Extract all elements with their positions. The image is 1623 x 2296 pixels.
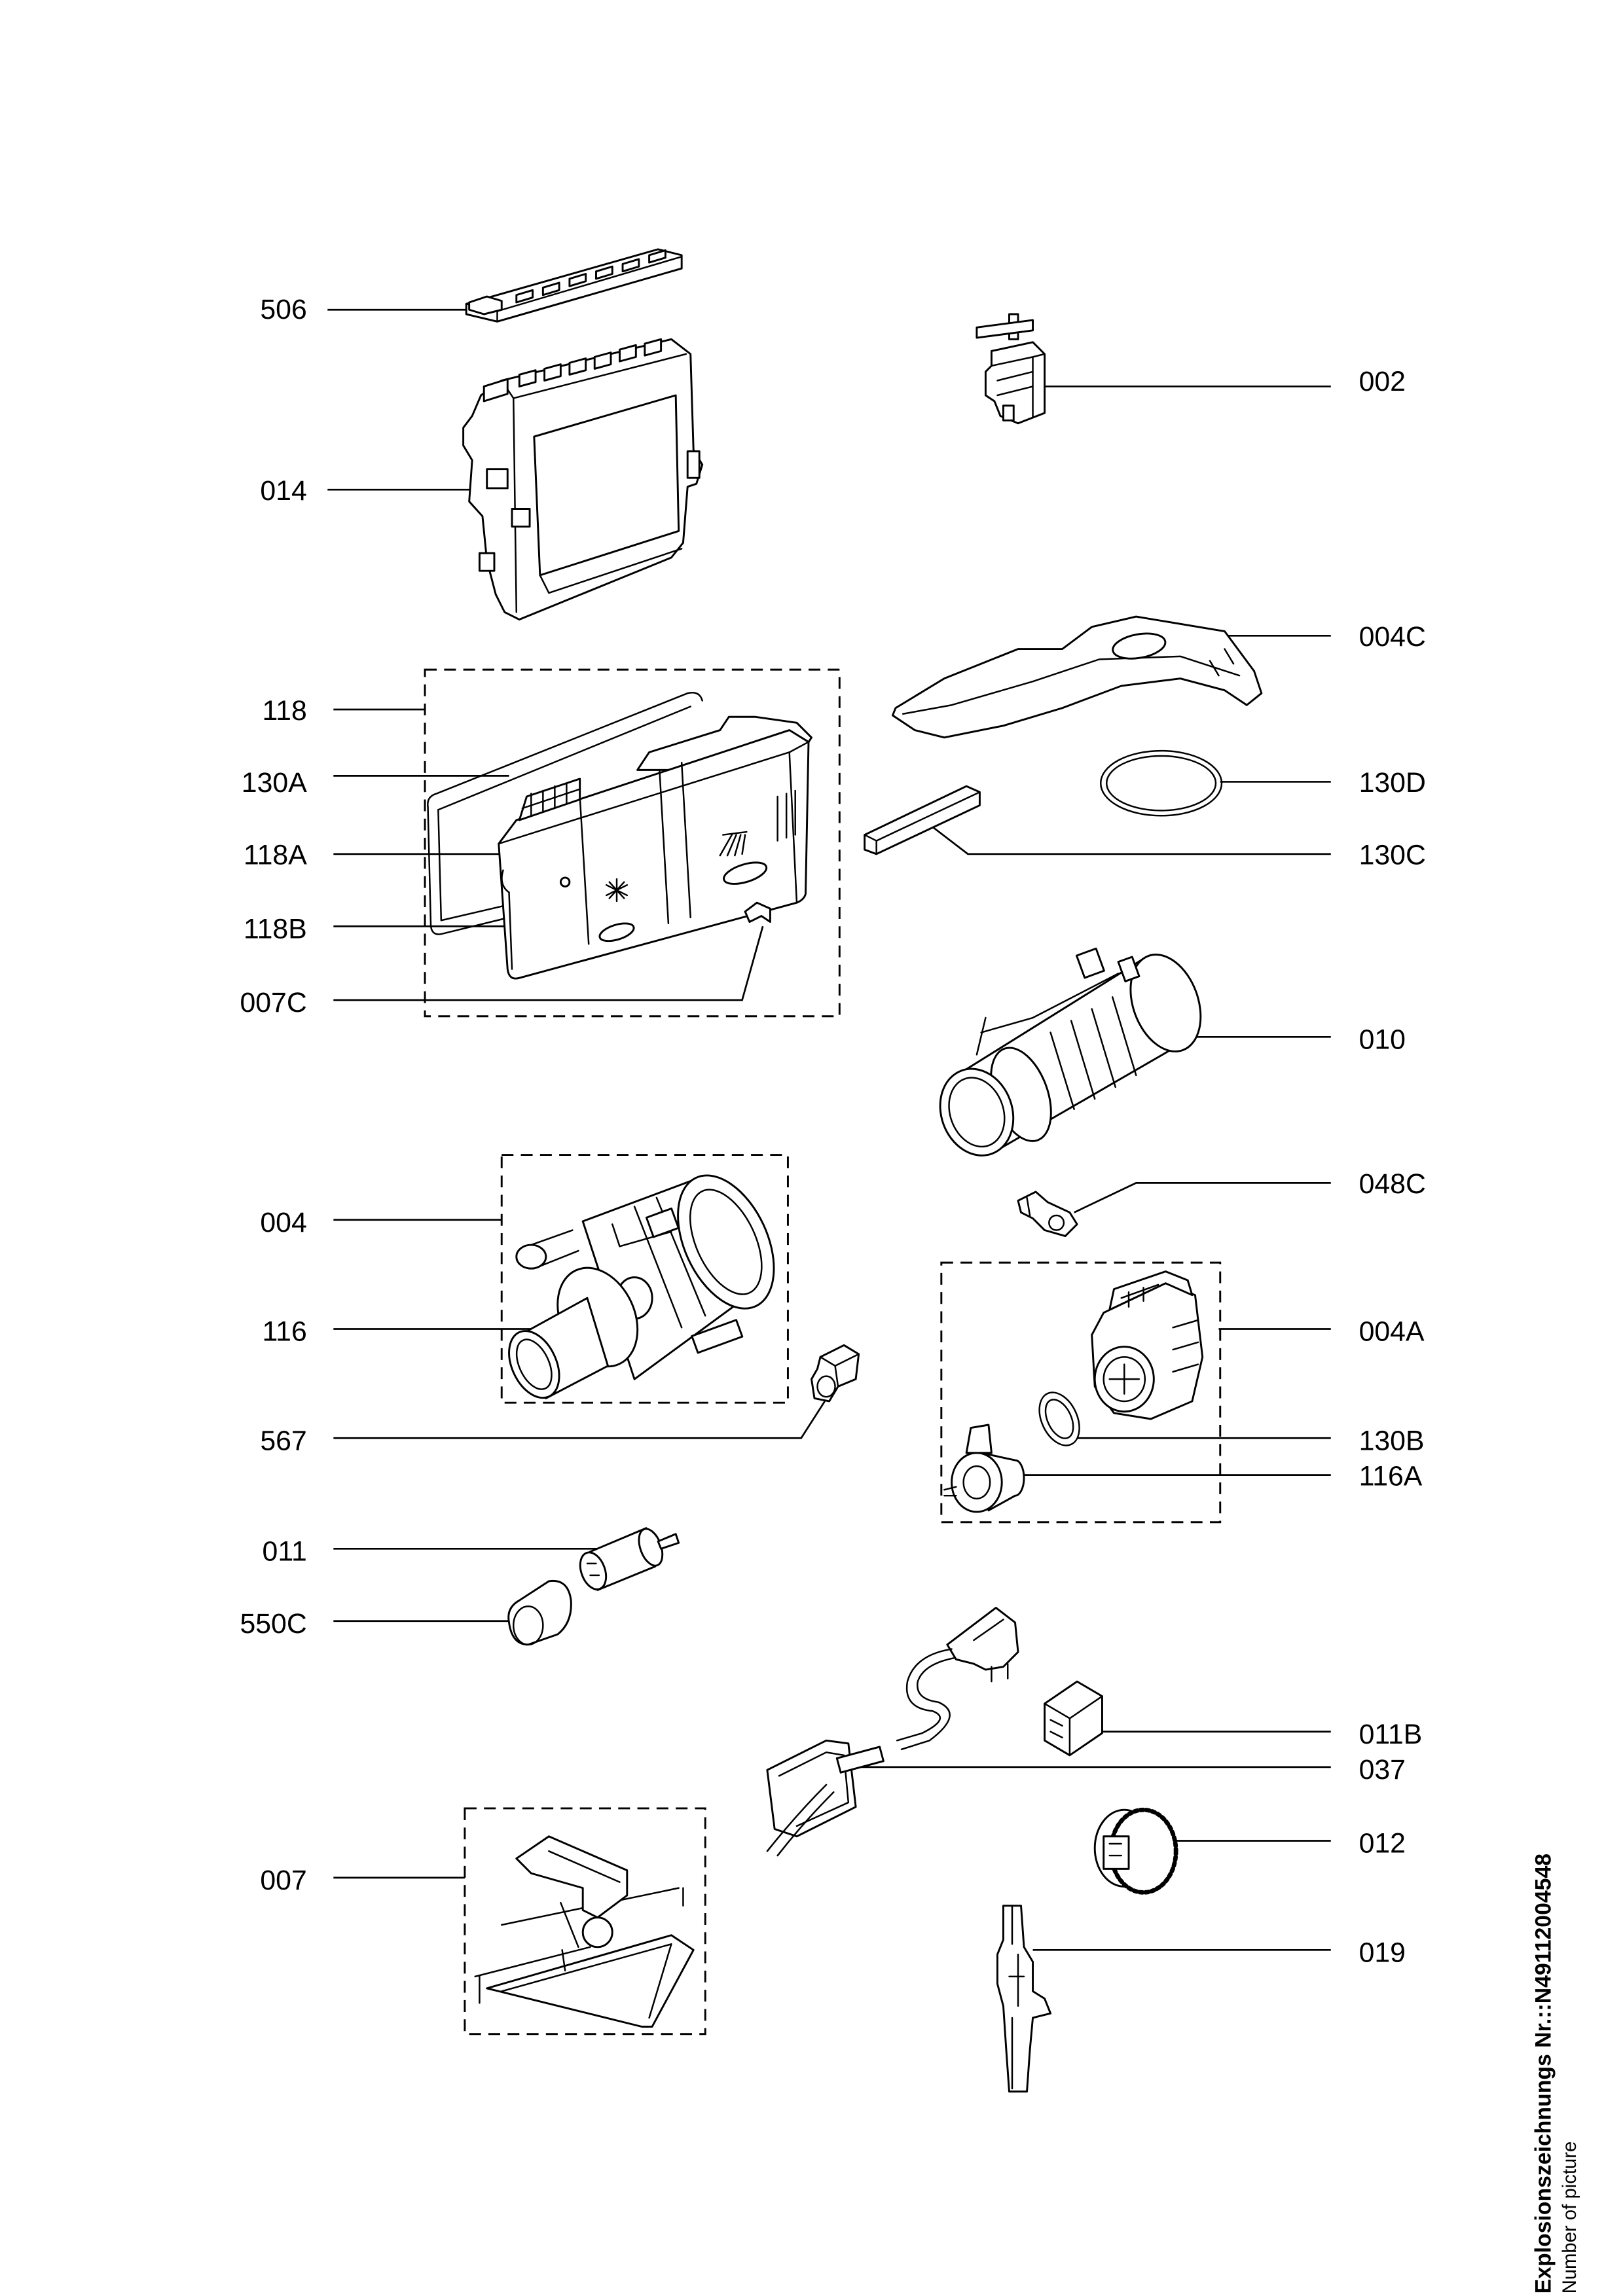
label-118: 118 — [263, 695, 307, 726]
part-550C-cap-drawing — [507, 1579, 572, 1646]
label-004: 004 — [260, 1207, 306, 1238]
number-of-picture-text: Number of picture — [1559, 2142, 1580, 2294]
leader-lines — [327, 308, 1331, 1951]
drawing-footer: Explosionszeichnungs Nr.::N49112004548 N… — [1531, 1854, 1580, 2293]
label-118B: 118B — [244, 913, 307, 944]
part-116-pump-housing-drawing — [508, 1266, 639, 1399]
label-014: 014 — [260, 475, 306, 507]
assembly-box-118 — [424, 668, 841, 1018]
label-550C: 550C — [240, 1608, 306, 1640]
label-118A: 118A — [244, 840, 307, 871]
part-labels-right: 002 004C 130D 130C 010 048C 004A 130B 11… — [1359, 366, 1426, 1968]
part-118-dispenser-drawing — [498, 715, 812, 980]
label-004C: 004C — [1359, 621, 1426, 653]
part-567-clip-drawing — [811, 1344, 860, 1403]
label-130A: 130A — [242, 767, 307, 798]
label-019: 019 — [1359, 1937, 1406, 1968]
label-007C: 007C — [240, 987, 306, 1018]
part-118B-rinse-aid-cap-drawing — [719, 789, 796, 885]
part-130C-seal-strip-drawing — [864, 785, 981, 855]
label-012: 012 — [1359, 1828, 1406, 1859]
label-011: 011 — [263, 1535, 307, 1567]
part-004C-cover-plate-drawing — [891, 615, 1263, 739]
part-048C-sensor-drawing — [1017, 1191, 1078, 1238]
part-labels-left: 506 014 118 130A 118A 118B 007C 004 116 … — [240, 294, 307, 1896]
part-007C-clip-drawing — [744, 901, 771, 923]
part-130D-seal-ring-drawing — [1099, 749, 1223, 817]
label-002: 002 — [1359, 366, 1406, 397]
part-012-knob-drawing — [1093, 1807, 1178, 1895]
label-130B: 130B — [1359, 1425, 1425, 1456]
part-130B-seal-ring-drawing — [1038, 1391, 1080, 1446]
leader-line-567 — [333, 1401, 826, 1439]
leader-line-007C — [333, 925, 764, 1001]
label-010: 010 — [1359, 1024, 1406, 1055]
part-004A-drain-pump-drawing — [1091, 1270, 1204, 1420]
label-130D: 130D — [1359, 767, 1426, 798]
part-014-electronic-module-drawing — [462, 338, 704, 620]
label-037: 037 — [1359, 1754, 1406, 1785]
label-567: 567 — [260, 1425, 306, 1456]
label-506: 506 — [260, 294, 306, 325]
label-116: 116 — [263, 1316, 307, 1348]
part-118A-dispenser-lid-drawing — [598, 878, 635, 942]
part-130A-gasket-drawing — [427, 691, 703, 935]
leader-line-130C — [922, 819, 1331, 855]
part-011B-relay-drawing — [1044, 1680, 1103, 1757]
assembly-box-004 — [500, 1154, 789, 1404]
label-007: 007 — [260, 1865, 306, 1896]
label-130C: 130C — [1359, 840, 1426, 871]
label-048C: 048C — [1359, 1168, 1426, 1200]
part-019-drawing — [996, 1905, 1052, 2093]
leader-line-048C — [1074, 1182, 1331, 1213]
assembly-box-007 — [464, 1807, 706, 2036]
part-037-cable-assembly-drawing — [766, 1606, 1019, 1857]
part-007-spray-arm-support-drawing — [474, 1835, 695, 2028]
part-011-capacitor-drawing — [579, 1527, 680, 1591]
label-116A: 116A — [1359, 1460, 1423, 1492]
label-011B: 011B — [1359, 1719, 1423, 1750]
assembly-box-004A — [940, 1261, 1222, 1524]
part-506-key-strip-drawing — [465, 248, 683, 323]
part-116A-pump-housing-drawing — [943, 1424, 1025, 1513]
label-004A: 004A — [1359, 1316, 1425, 1348]
drawing-number-text: Explosionszeichnungs Nr.::N49112004548 — [1531, 1854, 1556, 2293]
part-002-switch-drawing — [976, 313, 1046, 425]
part-010-heater-drawing — [939, 947, 1202, 1157]
